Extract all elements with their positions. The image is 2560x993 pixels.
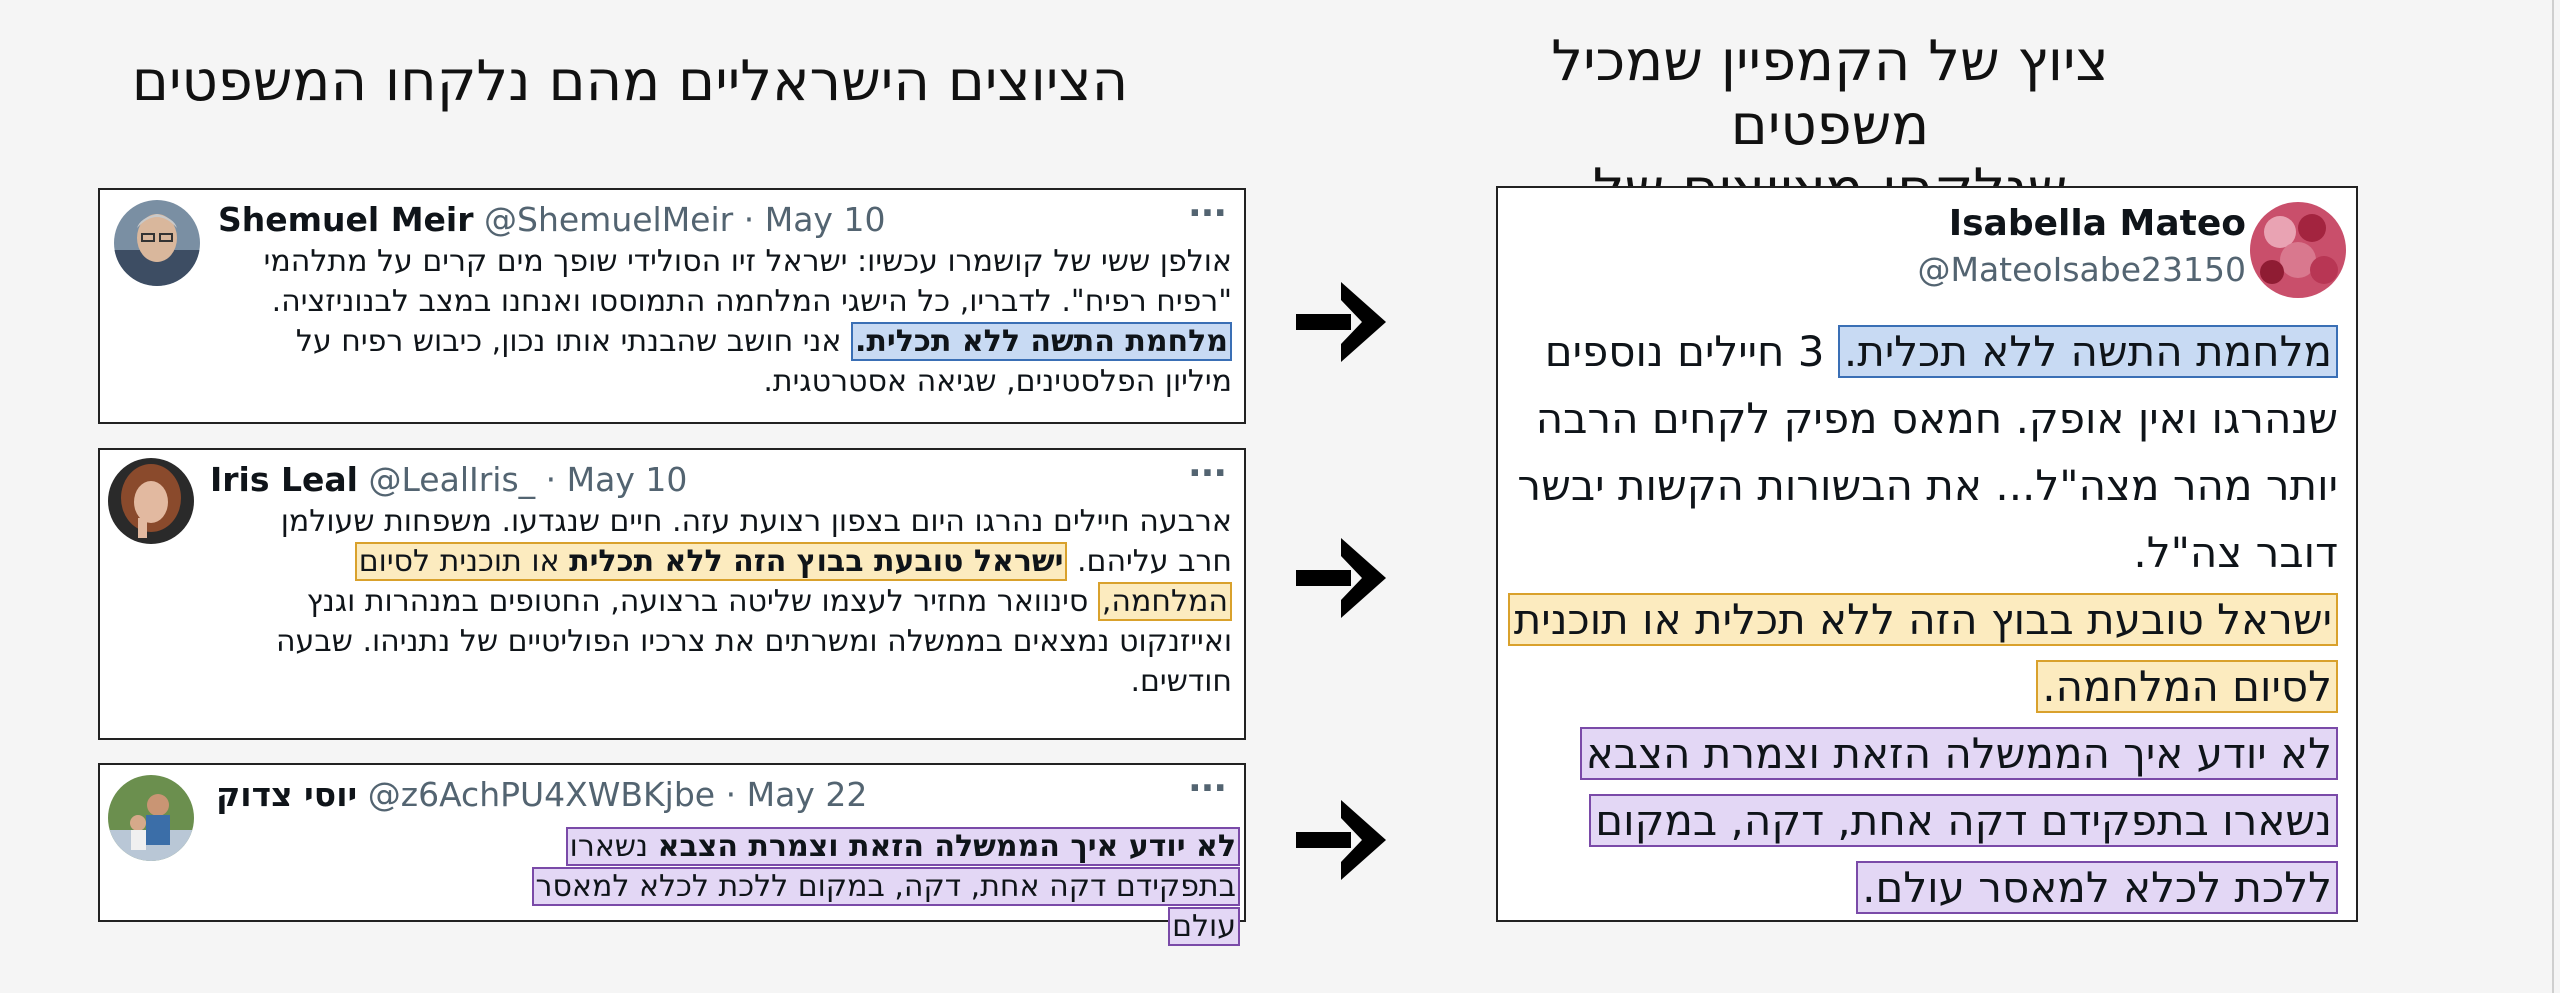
arrow-right-icon xyxy=(1296,282,1386,362)
tweet-author-name[interactable]: Iris Leal xyxy=(210,460,358,499)
tweet-text-before: ארבעה חיילים נהרגו היום בצפון רצועת עזה.… xyxy=(280,504,1232,579)
source-tweet-iris[interactable]: Iris Leal @LealIris_ · May 10 ··· ארבעה … xyxy=(98,448,1246,740)
highlight-purple-bold: לא יודע איך הממשלה הזאת וצמרת הצבא xyxy=(657,829,1236,864)
tweet-header: Iris Leal @LealIris_ · May 10 xyxy=(210,460,687,500)
more-options-icon[interactable]: ··· xyxy=(1187,193,1227,234)
tweet-text: אולפן ששי של קושמרו עכשיו: ישראל זיו הסו… xyxy=(235,242,1232,402)
separator-dot: · xyxy=(725,775,737,814)
tweet-author-name[interactable]: Shemuel Meir xyxy=(218,200,474,239)
highlight-yellow: ישראל טובעת בבוץ הזה ללא תכלית או תוכנית… xyxy=(1507,593,2338,713)
tweet-text: לא יודע איך הממשלה הזאת וצמרת הצבא נשארו… xyxy=(500,827,1240,947)
tweet-header: יוסי צדוק @z6AchPU4XWBKjbe · May 22 xyxy=(216,775,867,815)
tweet-author-name[interactable]: יוסי צדוק xyxy=(216,775,358,814)
tweet-header: Shemuel Meir @ShemuelMeir · May 10 xyxy=(218,200,885,240)
heading-campaign-line-1: ציוץ של הקמפיין שמכיל משפטים xyxy=(1551,29,2109,158)
avatar[interactable] xyxy=(114,200,200,286)
tweet-text: מלחמת התשה ללא תכלית. 3 חיילים נוספים שנ… xyxy=(1507,318,2338,921)
page-edge-line xyxy=(2552,0,2554,993)
tweet-author-handle[interactable]: @MateoIsabe23150 xyxy=(1917,250,2246,289)
heading-source-tweets: הציוצים הישראליים מהם נלקחו המשפטים xyxy=(131,49,1129,114)
tweet-text-before: אולפן ששי של קושמרו עכשיו: ישראל זיו הסו… xyxy=(263,244,1232,319)
highlight-blue: מלחמת התשה ללא תכלית. xyxy=(1837,325,2338,378)
highlight-blue: מלחמת התשה ללא תכלית. xyxy=(851,322,1232,361)
avatar[interactable] xyxy=(108,775,194,861)
tweet-text-after: 3 חיילים נוספים שנהרגו ואין אופק. חמאס מ… xyxy=(1517,327,2338,577)
tweet-date[interactable]: May 10 xyxy=(566,460,688,499)
more-options-icon[interactable]: ··· xyxy=(1187,453,1227,494)
tweet-author-name[interactable]: Isabella Mateo xyxy=(1948,203,2246,244)
tweet-date[interactable]: May 10 xyxy=(764,200,886,239)
campaign-tweet-isabella[interactable]: Isabella Mateo @MateoIsabe23150 מלחמת הת… xyxy=(1496,186,2358,922)
tweet-text-after: סינוואר מחזיר לעצמו שליטה ברצועה, החטופי… xyxy=(275,584,1232,699)
arrow-right-icon xyxy=(1296,538,1386,618)
avatar[interactable] xyxy=(2250,202,2346,298)
tweet-text-after: אני חושב שהבנתי אותו נכון, כיבוש רפיח על… xyxy=(295,324,1232,399)
highlight-yellow-rest: או תוכנית לסיום המלחמה, xyxy=(358,544,1228,619)
separator-dot: · xyxy=(545,460,557,499)
tweet-author-handle[interactable]: @z6AchPU4XWBKjbe xyxy=(367,775,716,814)
highlight-purple-rest: נשארו בתפקידם דקה אחת, דקה, במקום ללכת ל… xyxy=(535,829,1236,944)
tweet-author-handle[interactable]: @LealIris_ xyxy=(368,460,536,499)
separator-dot: · xyxy=(743,200,755,239)
tweet-date[interactable]: May 22 xyxy=(746,775,868,814)
tweet-author-handle[interactable]: @ShemuelMeir xyxy=(484,200,734,239)
more-options-icon[interactable]: ··· xyxy=(1187,768,1227,809)
highlight-purple: לא יודע איך הממשלה הזאת וצמרת הצבא נשארו… xyxy=(531,827,1240,946)
source-tweet-shemuel[interactable]: Shemuel Meir @ShemuelMeir · May 10 ··· א… xyxy=(98,188,1246,424)
source-tweet-yossi[interactable]: יוסי צדוק @z6AchPU4XWBKjbe · May 22 ··· … xyxy=(98,763,1246,946)
tweet-text: ארבעה חיילים נהרגו היום בצפון רצועת עזה.… xyxy=(230,502,1232,702)
highlight-yellow-bold: ישראל טובעת בבוץ הזה ללא תכלית xyxy=(569,544,1064,579)
avatar[interactable] xyxy=(108,458,194,544)
highlight-purple: לא יודע איך הממשלה הזאת וצמרת הצבא נשארו… xyxy=(1579,727,2338,914)
arrow-right-icon xyxy=(1296,800,1386,880)
